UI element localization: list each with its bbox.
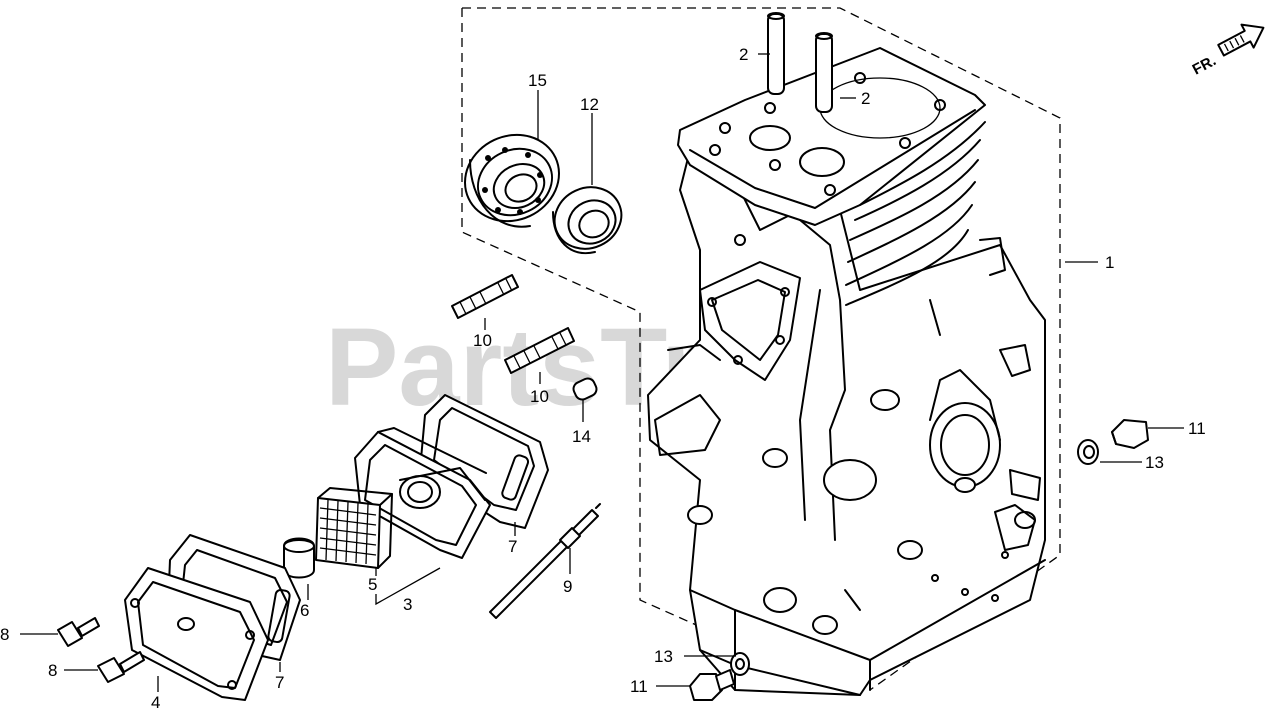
callout-13b[interactable]: 13 xyxy=(654,647,673,666)
callout-4[interactable]: 4 xyxy=(151,693,160,712)
front-direction-marker: FR. xyxy=(1190,23,1265,79)
callout-3[interactable]: 3 xyxy=(403,595,412,614)
screen-filter[interactable] xyxy=(315,487,393,569)
assembly-boundary xyxy=(461,7,1061,691)
ball-bearing[interactable] xyxy=(451,120,574,237)
callout-7b[interactable]: 7 xyxy=(275,673,284,692)
callout-1[interactable]: 1 xyxy=(1105,253,1114,272)
callout-8a[interactable]: 8 xyxy=(0,625,9,644)
dowel-pin-right[interactable] xyxy=(815,32,833,113)
oil-seal[interactable] xyxy=(545,176,632,259)
callout-2a[interactable]: 2 xyxy=(739,45,748,64)
drain-plug-bottom[interactable] xyxy=(689,669,735,701)
callout-11a[interactable]: 11 xyxy=(1188,419,1206,438)
flange-bolt-lower[interactable] xyxy=(97,651,145,683)
callout-9[interactable]: 9 xyxy=(563,577,572,596)
callout-13a[interactable]: 13 xyxy=(1145,453,1164,472)
callout-2b[interactable]: 2 xyxy=(861,89,870,108)
arrow-right-icon xyxy=(1217,23,1265,57)
callout-12[interactable]: 12 xyxy=(580,95,599,114)
front-label: FR. xyxy=(1190,52,1219,78)
engine-block[interactable] xyxy=(647,47,1046,696)
washer-bottom[interactable] xyxy=(730,652,750,676)
stud-bolt-upper[interactable] xyxy=(451,274,519,319)
dowel-pin-left[interactable] xyxy=(767,12,785,95)
washer-right[interactable] xyxy=(1077,439,1099,465)
flange-bolt-upper[interactable] xyxy=(57,617,100,647)
long-stud[interactable] xyxy=(489,503,601,619)
callout-6[interactable]: 6 xyxy=(300,601,309,620)
callout-14[interactable]: 14 xyxy=(572,427,591,446)
callout-5[interactable]: 5 xyxy=(368,575,377,594)
callout-10b[interactable]: 10 xyxy=(530,387,549,406)
drain-plug-right[interactable] xyxy=(1111,419,1149,449)
callout-10a[interactable]: 10 xyxy=(473,331,492,350)
callout-11b[interactable]: 11 xyxy=(630,677,648,696)
callout-7a[interactable]: 7 xyxy=(508,537,517,556)
leader-lines xyxy=(20,53,1184,692)
callout-15[interactable]: 15 xyxy=(528,71,547,90)
part-callouts: 1 2 2 3 4 5 6 7 7 8 8 9 10 10 11 11 12 1… xyxy=(0,45,1206,712)
callout-8b[interactable]: 8 xyxy=(48,661,57,680)
muffler-cover[interactable] xyxy=(124,567,269,701)
stud-bolt-lower[interactable] xyxy=(504,327,575,374)
small-dowel[interactable] xyxy=(571,376,599,402)
collar[interactable] xyxy=(283,537,315,579)
